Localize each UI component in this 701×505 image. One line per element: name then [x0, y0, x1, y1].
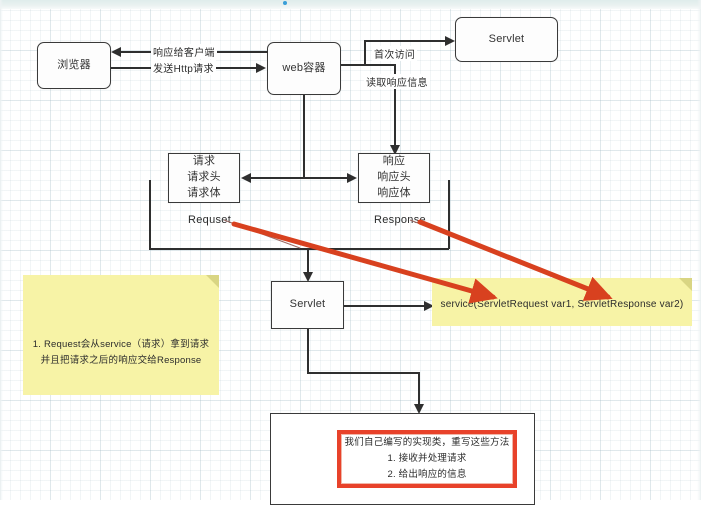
note-fold-corner-icon-right [679, 278, 692, 291]
edge-read-response-arrow [390, 145, 400, 155]
edge-first-access-arrow [445, 36, 455, 46]
right-edge-shadow [697, 0, 701, 500]
edge-label-read-response: 读取响应信息 [364, 74, 430, 89]
edge-servlet-down-arrow [414, 404, 424, 414]
caption-response: Response [374, 214, 426, 226]
top-chrome-band [0, 0, 701, 9]
node-web-container-label: web容器 [282, 61, 326, 74]
node-request-label: 请求 请求头 请求体 [187, 155, 221, 199]
red-callout-text: 我们自己编写的实现类，重写这些方法 1. 接收并处理请求 2. 给出响应的信息 [341, 434, 513, 484]
bracket-left-v [149, 180, 151, 249]
edge-split-right-arrow [347, 173, 357, 183]
edge-send-http-arrow [256, 63, 266, 73]
node-browser-label: 浏览器 [57, 58, 91, 71]
sticky-note-right[interactable]: service(ServletRequest var1, ServletResp… [432, 278, 692, 326]
bracket-right-v [448, 180, 450, 249]
edge-servlet-to-note-arrow [424, 301, 434, 311]
bracket-bottom-h [149, 248, 449, 250]
node-response[interactable]: 响应 响应头 响应体 [358, 153, 430, 203]
sticky-note-left-text: 1. Request会从service（请求）拿到请求 并且把请求之后的响应交给… [32, 339, 210, 366]
edge-servlet-to-note [344, 305, 426, 307]
node-request[interactable]: 请求 请求头 请求体 [168, 153, 240, 203]
edge-label-first-access: 首次访问 [372, 46, 418, 61]
node-servlet-top[interactable]: Servlet [455, 17, 558, 62]
left-edge-shadow [0, 0, 3, 500]
caption-requset: Requset [188, 214, 232, 226]
red-callout-box[interactable]: 我们自己编写的实现类，重写这些方法 1. 接收并处理请求 2. 给出响应的信息 [337, 430, 517, 488]
node-browser[interactable]: 浏览器 [37, 42, 111, 89]
edge-label-response-to-client: 响应给客户端 [151, 44, 217, 59]
node-web-container[interactable]: web容器 [267, 42, 341, 95]
status-dot-icon [283, 1, 287, 5]
sticky-note-right-text: service(ServletRequest var1, ServletResp… [440, 299, 684, 310]
sticky-note-left[interactable]: 1. Request会从service（请求）拿到请求 并且把请求之后的响应交给… [23, 275, 219, 395]
edge-servlet-down-v1 [307, 329, 309, 373]
edge-split-right [303, 177, 347, 179]
node-response-label: 响应 响应头 响应体 [377, 155, 411, 199]
node-servlet-middle-label: Servlet [289, 298, 326, 311]
edge-split-left [251, 177, 304, 179]
node-servlet-middle[interactable]: Servlet [271, 281, 344, 329]
edge-first-access-h [341, 64, 365, 66]
edge-label-send-http: 发送Http请求 [151, 60, 216, 75]
edge-first-access-h2 [364, 40, 446, 42]
note-fold-corner-icon [206, 275, 219, 288]
edge-first-access-v [364, 40, 366, 65]
edge-read-response-stub [364, 64, 396, 66]
edge-split-left-arrow [241, 173, 251, 183]
bracket-down-to-servlet [307, 248, 309, 274]
node-servlet-top-label: Servlet [488, 32, 525, 45]
edge-servlet-down-v2 [418, 372, 420, 408]
edge-read-response-v [394, 64, 396, 152]
edge-response-to-client-arrow [111, 47, 121, 57]
edge-servlet-down-h [307, 372, 419, 374]
edge-container-trunk [303, 95, 305, 178]
